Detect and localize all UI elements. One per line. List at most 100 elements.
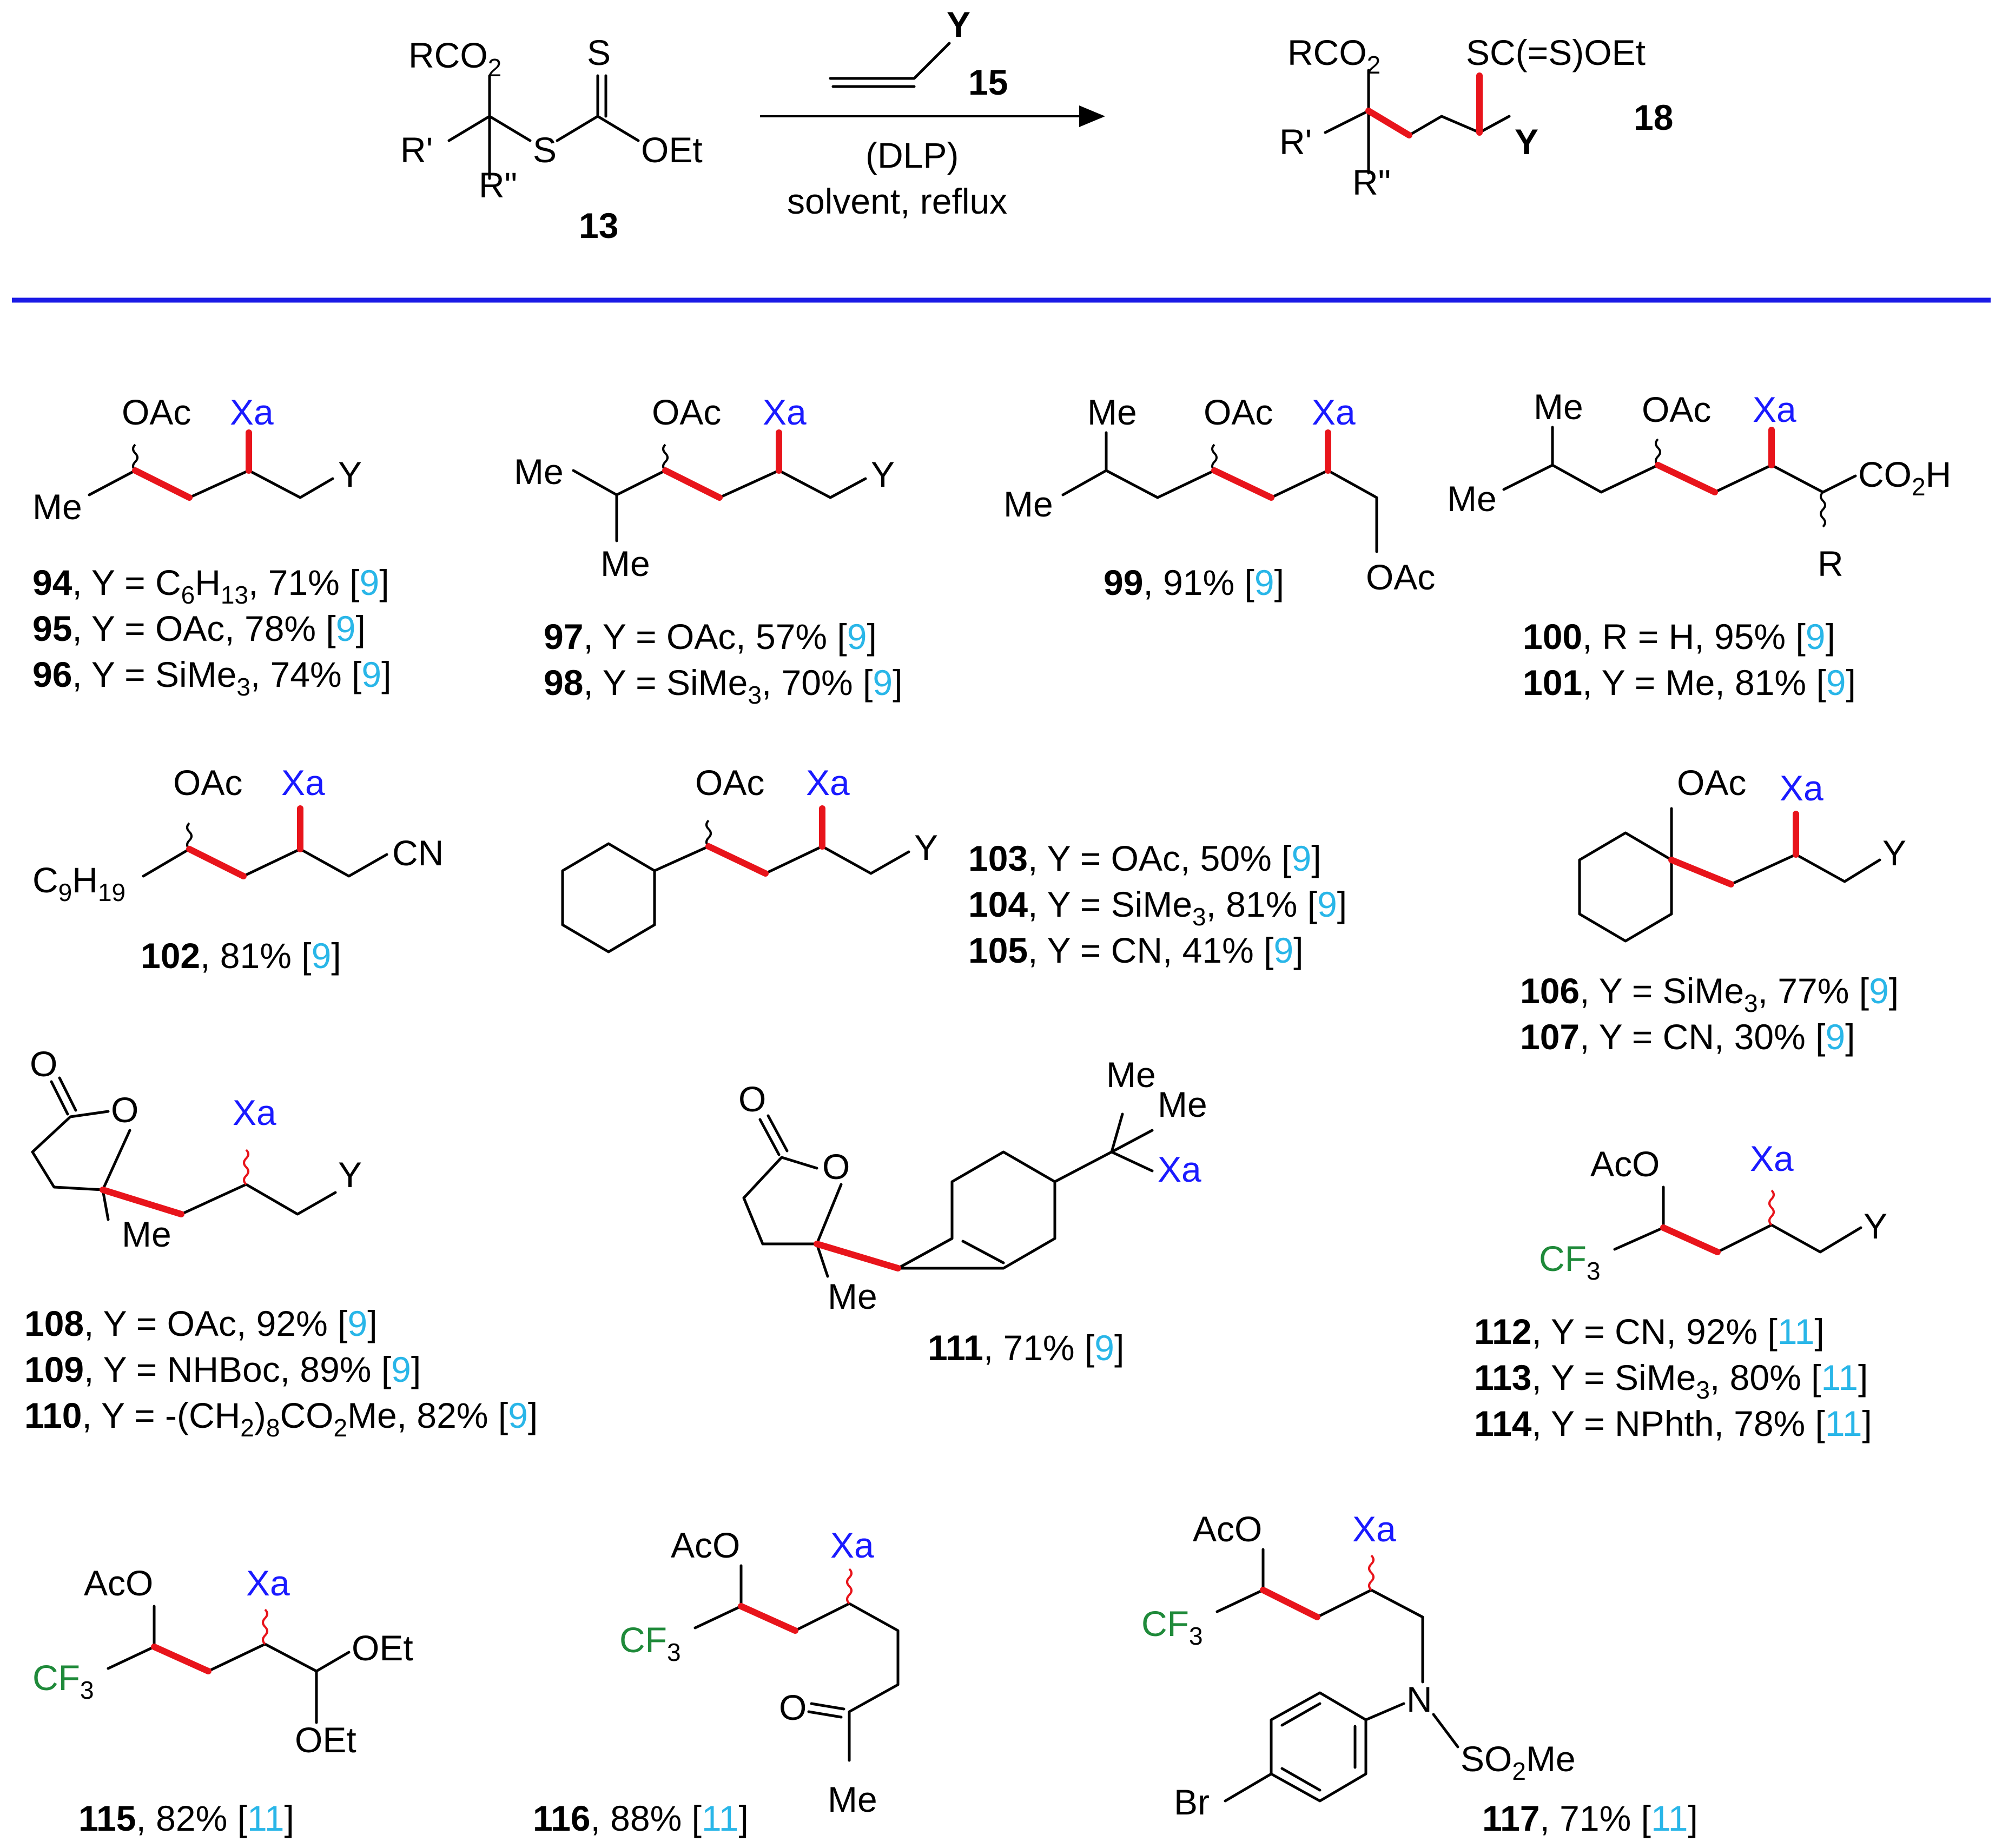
reagent-number: 15 xyxy=(968,62,1008,102)
skeleton-bonds xyxy=(107,1605,351,1724)
stereo-wavy-bond xyxy=(1768,1189,1775,1226)
new-bonds xyxy=(132,429,252,501)
stereo-wavy-bond xyxy=(186,822,193,850)
atom-rco2: RCO2 xyxy=(1287,32,1380,79)
label-me-2: Me xyxy=(1106,1055,1156,1095)
new-bond xyxy=(814,1241,901,1271)
label-oac: OAc xyxy=(695,763,764,803)
label-me-2: Me xyxy=(600,544,650,584)
caption-109: 109, Y = NHBoc, 89% [9] xyxy=(24,1349,421,1389)
skeleton-bonds xyxy=(1215,1548,1459,1748)
caption-96: 96, Y = SiMe3, 74% [9] xyxy=(32,654,391,701)
product-18: RCO2 SC(=S)OEt R' R" Y 18 xyxy=(1279,32,1673,202)
atom-rco2: RCO2 xyxy=(408,35,501,82)
caption-94: 94, Y = C6H13, 71% [9] xyxy=(32,562,389,609)
caption-103: 103, Y = OAc, 50% [9] xyxy=(968,838,1322,878)
cyclohexane-ring xyxy=(561,842,656,953)
skeleton-bonds xyxy=(1670,807,1881,886)
product-number: 18 xyxy=(1634,97,1673,137)
stereo-wavy-bond xyxy=(262,1608,268,1645)
stereo-wavy-bond xyxy=(1368,1554,1375,1591)
caption-108: 108, Y = OAc, 92% [9] xyxy=(24,1303,378,1343)
skeleton-bonds xyxy=(653,845,910,875)
label-me-1: Me xyxy=(828,1276,877,1316)
label-xa: Xa xyxy=(763,392,807,432)
label-xa: Xa xyxy=(1750,1138,1794,1178)
label-xa: Xa xyxy=(281,763,325,803)
caption-110: 110, Y = -(CH2)8CO2Me, 82% [9] xyxy=(24,1395,538,1442)
stereo-wavy-bond xyxy=(243,1149,249,1185)
new-bonds xyxy=(1655,427,1775,495)
caption-98: 98, Y = SiMe3, 70% [9] xyxy=(544,663,902,709)
new-bonds xyxy=(662,429,782,501)
caption-95: 95, Y = OAc, 78% [9] xyxy=(32,608,366,648)
stereo-wavy-bond xyxy=(1211,443,1218,472)
label-me: Me xyxy=(122,1214,171,1254)
new-bond xyxy=(1260,1587,1320,1620)
new-bond xyxy=(1660,1224,1721,1255)
benzene-ring xyxy=(1270,1691,1367,1803)
label-xa: Xa xyxy=(806,763,850,803)
caption-100: 100, R = H, 95% [9] xyxy=(1523,617,1835,657)
reagent-15: Y 15 (DLP) solvent, reflux xyxy=(760,4,1105,221)
label-me-1: Me xyxy=(1087,392,1137,432)
skeleton-bonds xyxy=(88,469,334,499)
reactant-13: RCO2 S R' R" S OEt 13 xyxy=(400,32,703,246)
skeleton-bonds xyxy=(142,847,388,878)
label-xa: Xa xyxy=(1158,1149,1201,1189)
skeleton-bonds xyxy=(1061,431,1378,553)
caption-99: 99, 91% [9] xyxy=(1104,562,1284,602)
label-cf3: CF3 xyxy=(1141,1604,1203,1650)
label-xa: Xa xyxy=(233,1092,276,1132)
label-c9h19: C9H19 xyxy=(32,860,125,906)
atom-y: Y xyxy=(1515,122,1538,162)
label-oac: OAc xyxy=(1642,389,1711,429)
caption-106: 106, Y = SiMe3, 77% [9] xyxy=(1520,971,1899,1017)
label-oac: OAc xyxy=(1677,763,1746,803)
label-aco: AcO xyxy=(1590,1144,1660,1184)
structure-106-107: OAc Xa Y xyxy=(1578,763,1906,943)
benzene-inner-bonds xyxy=(1224,1702,1357,1803)
label-xa: Xa xyxy=(1753,389,1796,429)
product-new-bonds xyxy=(1365,72,1483,138)
label-xa: Xa xyxy=(1312,392,1356,432)
label-carbonyl-o: O xyxy=(779,1687,807,1727)
structure-103-105: OAc Xa Y xyxy=(561,763,938,953)
structure-94-96: OAc Xa Me Y xyxy=(32,392,362,527)
label-xa: Xa xyxy=(830,1525,874,1565)
stereo-wavy-bonds xyxy=(1655,438,1826,528)
new-bonds xyxy=(1211,429,1331,501)
conditions-dlp: (DLP) xyxy=(865,135,959,175)
structure-97-98: OAc Xa Me Me Y xyxy=(514,392,895,584)
reactant-number: 13 xyxy=(579,206,618,246)
label-xa: Xa xyxy=(230,392,274,432)
new-bonds xyxy=(1668,811,1799,887)
stereo-wavy-bond xyxy=(705,819,712,847)
label-aco: AcO xyxy=(671,1525,740,1565)
caption-115: 115, 82% [11] xyxy=(78,1798,294,1838)
caption-105: 105, Y = CN, 41% [9] xyxy=(968,930,1304,970)
label-oet-2: OEt xyxy=(295,1720,356,1760)
structure-99: Me OAc Xa Me OAc xyxy=(1003,392,1435,597)
caption-101: 101, Y = Me, 81% [9] xyxy=(1523,663,1856,703)
label-y: Y xyxy=(338,1155,362,1195)
label-y: Y xyxy=(871,454,895,494)
label-xa: Xa xyxy=(246,1563,290,1603)
reactant-bonds xyxy=(447,74,640,180)
caption-116: 116, 88% [11] xyxy=(533,1798,749,1838)
atom-r1: R' xyxy=(1279,122,1312,162)
label-cf3: CF3 xyxy=(32,1658,94,1704)
label-me-1: Me xyxy=(514,452,564,492)
caption-117: 117, 71% [11] xyxy=(1482,1798,1698,1838)
skeleton-bonds xyxy=(1502,426,1857,494)
structure-116: AcO Xa CF3 O Me xyxy=(619,1525,900,1819)
label-oet-1: OEt xyxy=(352,1628,413,1668)
label-carbonyl-o: O xyxy=(30,1044,57,1084)
structure-117: AcO Xa CF3 N SO2Me Br xyxy=(1141,1509,1576,1822)
label-ring-o: O xyxy=(111,1090,138,1130)
label-n: N xyxy=(1406,1679,1432,1719)
label-oac-1: OAc xyxy=(1204,392,1273,432)
structure-108-110: O O Xa Me Y xyxy=(30,1044,362,1254)
label-me-1: Me xyxy=(1534,387,1583,427)
